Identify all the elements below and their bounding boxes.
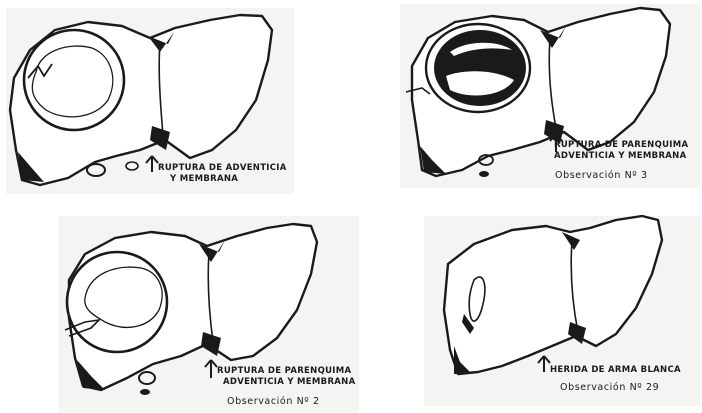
observation-label: Observación Nº 3 — [555, 170, 648, 181]
figure-bottom-left: Ruptura de parenquima adventicia y membr… — [55, 210, 365, 413]
gallbladder — [140, 389, 150, 395]
caption-line: Ruptura de adventicia — [158, 163, 287, 174]
caption-line: Ruptura de parenquima — [554, 140, 688, 151]
cyst-adventitia — [67, 252, 167, 352]
figure-caption: Herida de arma blanca — [550, 365, 681, 376]
caption-line: Ruptura de parenquima — [217, 366, 355, 377]
caption-line: Herida de arma blanca — [550, 365, 681, 376]
caption-line: y membrana — [158, 174, 287, 185]
figure-caption: Ruptura de parenquima adventicia y membr… — [217, 366, 355, 388]
figure-caption: Ruptura de parenquima adventicia y membr… — [554, 140, 688, 162]
caption-line: adventicia y membrana — [217, 377, 355, 388]
figure-top-right: Ruptura de parenquima adventicia y membr… — [400, 0, 702, 190]
figure-bottom-right: Herida de arma blanca Observación Nº 29 — [420, 210, 702, 413]
gallbladder — [479, 171, 489, 177]
observation-label: Observación Nº 29 — [560, 382, 659, 393]
caption-line: adventicia y membrana — [554, 151, 688, 162]
observation-label: Observación Nº 2 — [227, 396, 320, 407]
figure-caption: Ruptura de adventicia y membrana — [158, 163, 287, 185]
figure-top-left: Ruptura de adventicia y membrana — [0, 0, 300, 200]
cyst-adventitia — [24, 30, 124, 130]
